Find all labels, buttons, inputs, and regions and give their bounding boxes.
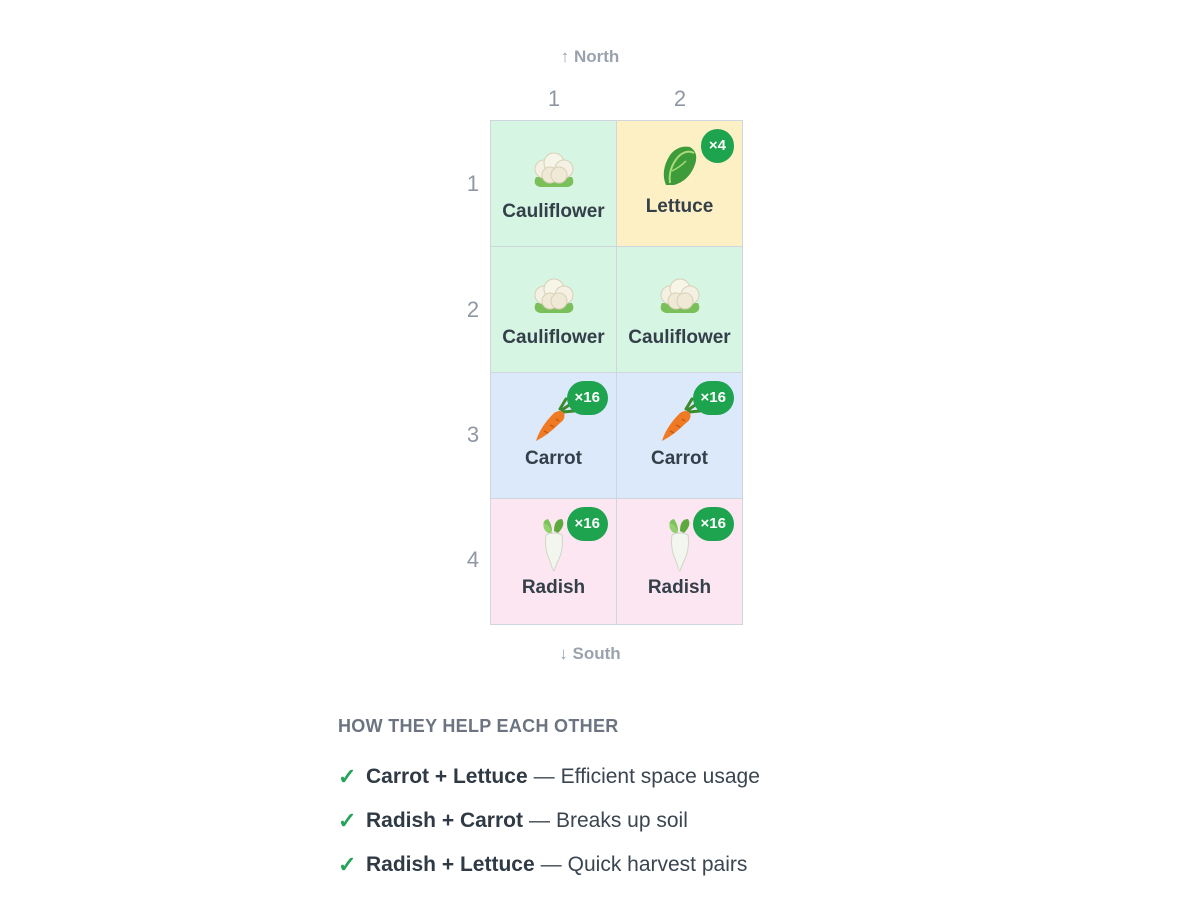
row-label-4: 4 bbox=[466, 547, 480, 572]
lettuce-icon bbox=[617, 141, 742, 199]
grid-cell-r3-c1[interactable]: ×16 Carrot bbox=[491, 373, 616, 498]
benefit-item: ✓ Radish + Lettuce — Quick harvest pairs bbox=[338, 843, 938, 887]
grid-cell-r2-c1[interactable]: Cauliflower bbox=[491, 247, 616, 372]
plant-name: Radish bbox=[647, 577, 712, 598]
benefit-description: Breaks up soil bbox=[555, 809, 688, 832]
cauliflower-icon bbox=[617, 273, 742, 327]
planting-grid: Cauliflower ×4 Lettuce bbox=[490, 120, 743, 625]
benefit-dash: — bbox=[528, 809, 550, 832]
compass-north-label: ↑ North bbox=[560, 47, 620, 66]
row-label-3: 3 bbox=[466, 422, 480, 447]
grid-cell-r1-c2[interactable]: ×4 Lettuce bbox=[617, 121, 742, 246]
count-badge: ×16 bbox=[566, 507, 608, 541]
column-label-2: 2 bbox=[673, 86, 687, 111]
benefit-item: ✓ Carrot + Lettuce — Efficient space usa… bbox=[338, 755, 938, 799]
row-label-2: 2 bbox=[466, 297, 480, 322]
plant-name: Cauliflower bbox=[628, 327, 731, 348]
plant-name: Carrot bbox=[524, 448, 582, 469]
column-label-1: 1 bbox=[547, 86, 561, 111]
grid-cell-r4-c1[interactable]: ×16 Radish bbox=[491, 499, 616, 624]
check-icon: ✓ bbox=[338, 808, 357, 833]
benefits-heading: HOW THEY HELP EACH OTHER bbox=[338, 716, 619, 736]
count-badge: ×16 bbox=[692, 507, 734, 541]
cauliflower-icon bbox=[491, 147, 616, 201]
benefit-pair: Radish + Carrot bbox=[366, 809, 523, 832]
plant-name: Radish bbox=[521, 577, 586, 598]
plant-name: Cauliflower bbox=[502, 201, 605, 222]
count-badge: ×16 bbox=[566, 381, 608, 415]
carrot-icon bbox=[617, 397, 742, 455]
grid-cell-r1-c1[interactable]: Cauliflower bbox=[491, 121, 616, 246]
plant-name: Cauliflower bbox=[502, 327, 605, 348]
check-icon: ✓ bbox=[338, 764, 357, 789]
companion-benefits: HOW THEY HELP EACH OTHER ✓ Carrot + Lett… bbox=[338, 716, 938, 887]
grid-cell-r3-c2[interactable]: ×16 Carrot bbox=[617, 373, 742, 498]
benefit-item: ✓ Radish + Carrot — Breaks up soil bbox=[338, 799, 938, 843]
row-label-1: 1 bbox=[466, 171, 480, 196]
count-badge: ×16 bbox=[692, 381, 734, 415]
grid-cell-r2-c2[interactable]: Cauliflower bbox=[617, 247, 742, 372]
radish-icon bbox=[491, 517, 616, 583]
benefit-pair: Carrot + Lettuce bbox=[366, 765, 528, 788]
benefit-dash: — bbox=[533, 765, 555, 788]
plant-name: Lettuce bbox=[645, 196, 714, 217]
grid-cell-r4-c2[interactable]: ×16 Radish bbox=[617, 499, 742, 624]
count-badge: ×4 bbox=[700, 129, 734, 163]
radish-icon bbox=[617, 517, 742, 583]
benefit-description: Efficient space usage bbox=[560, 765, 760, 788]
compass-south-label: ↓ South bbox=[559, 644, 621, 663]
carrot-icon bbox=[491, 397, 616, 455]
benefit-pair: Radish + Lettuce bbox=[366, 853, 535, 876]
cauliflower-icon bbox=[491, 273, 616, 327]
plant-name: Carrot bbox=[650, 448, 708, 469]
check-icon: ✓ bbox=[338, 852, 357, 877]
benefit-description: Quick harvest pairs bbox=[567, 853, 748, 876]
benefit-dash: — bbox=[540, 853, 562, 876]
